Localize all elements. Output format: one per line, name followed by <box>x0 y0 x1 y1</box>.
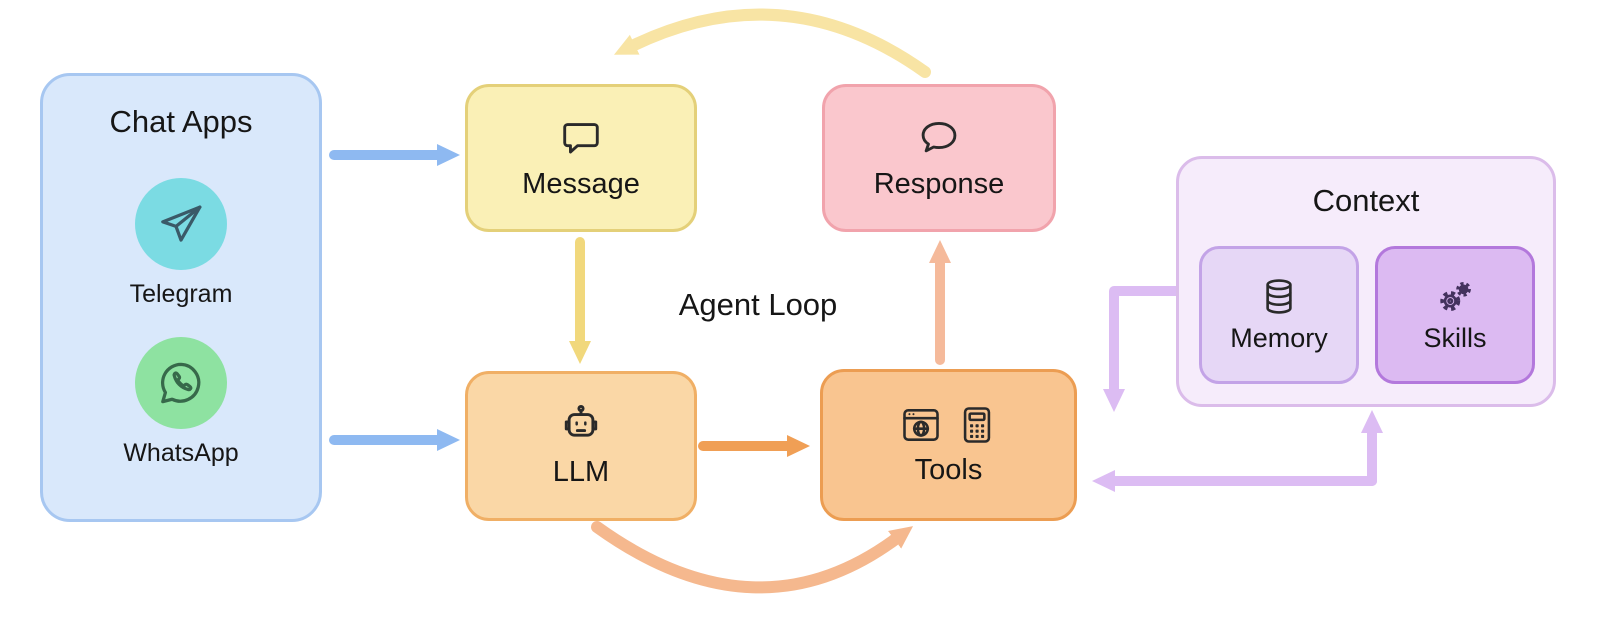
chat-apps-panel: Chat Apps Telegram WhatsApp <box>40 73 322 522</box>
robot-icon <box>558 403 604 449</box>
chat-apps-title: Chat Apps <box>109 104 253 139</box>
response-label: Response <box>873 168 1005 200</box>
database-icon <box>1258 276 1300 318</box>
agent-loop-label: Agent Loop <box>678 287 838 322</box>
message-label: Message <box>522 168 640 200</box>
llm-node: LLM <box>465 371 697 521</box>
message-node: Message <box>465 84 697 232</box>
speech-bubble-square-icon <box>558 115 604 161</box>
whatsapp-icon <box>135 337 227 429</box>
llm-label: LLM <box>552 456 610 488</box>
skills-label: Skills <box>1423 323 1487 353</box>
speech-bubble-round-icon <box>916 115 962 161</box>
browser-window-icon <box>899 403 943 447</box>
memory-node: Memory <box>1199 246 1359 384</box>
context-panel: Context Memory <box>1176 156 1556 407</box>
telegram-icon <box>135 178 227 270</box>
tools-node: Tools <box>820 369 1077 521</box>
context-title: Context <box>1312 183 1420 218</box>
tools-icons <box>899 403 999 447</box>
tools-label: Tools <box>914 454 983 486</box>
skills-node: Skills <box>1375 246 1535 384</box>
memory-label: Memory <box>1230 323 1328 353</box>
response-node: Response <box>822 84 1056 232</box>
gears-icon <box>1434 276 1476 318</box>
whatsapp-label: WhatsApp <box>123 439 239 467</box>
arrow-response-to-message-loop <box>613 8 931 78</box>
telegram-label: Telegram <box>129 280 233 308</box>
arrow-context-to-tools <box>1103 286 1183 412</box>
calculator-icon <box>955 403 999 447</box>
arrow-llm-to-tools-loop <box>591 521 914 594</box>
